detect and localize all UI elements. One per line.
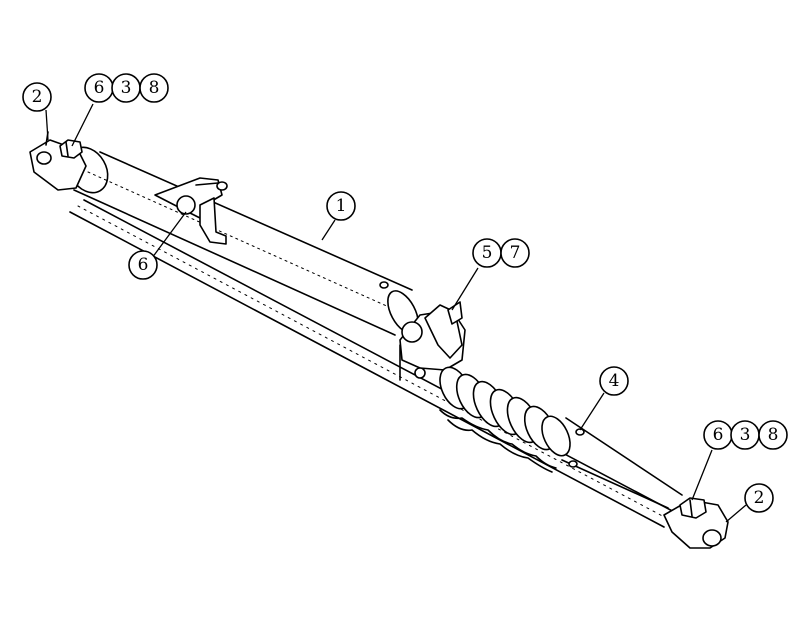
callout-label: 6: [713, 425, 724, 445]
callout-6-top-left: 6: [84, 73, 114, 103]
callout-label: 3: [740, 425, 751, 445]
callout-label: 7: [510, 243, 521, 263]
left-clevis: [29, 131, 87, 191]
callout-label: 8: [768, 425, 779, 445]
inner-rod: [561, 417, 683, 509]
callout-8-top-left: 8: [139, 73, 169, 103]
callout-6-mid: 6: [128, 250, 158, 280]
callout-label: 3: [121, 78, 132, 98]
mount-bracket: [154, 177, 228, 245]
callout-8-right: 8: [758, 420, 788, 450]
callout-label: 4: [609, 371, 620, 391]
lower-tube: [69, 199, 681, 528]
callout-label: 1: [336, 196, 347, 216]
callout-1: 1: [326, 191, 356, 221]
callout-label: 8: [149, 78, 160, 98]
callout-7: 7: [500, 238, 530, 268]
bellows: [439, 366, 571, 473]
callout-label: 5: [482, 243, 493, 263]
leader-lines: [45, 103, 747, 523]
callout-6-right: 6: [703, 420, 733, 450]
callout-4: 4: [599, 366, 629, 396]
callout-label: 2: [754, 488, 765, 508]
callout-label: 6: [138, 255, 149, 275]
callout-3-right: 3: [730, 420, 760, 450]
pivot-housing: [399, 301, 466, 381]
callout-2-right: 2: [744, 483, 774, 513]
callout-5: 5: [472, 238, 502, 268]
callout-label: 2: [32, 87, 43, 107]
callout-3-top-left: 3: [111, 73, 141, 103]
right-clevis: [663, 497, 729, 549]
callout-2-left: 2: [22, 82, 52, 112]
callout-label: 6: [94, 78, 105, 98]
upper-tube: [67, 146, 419, 336]
